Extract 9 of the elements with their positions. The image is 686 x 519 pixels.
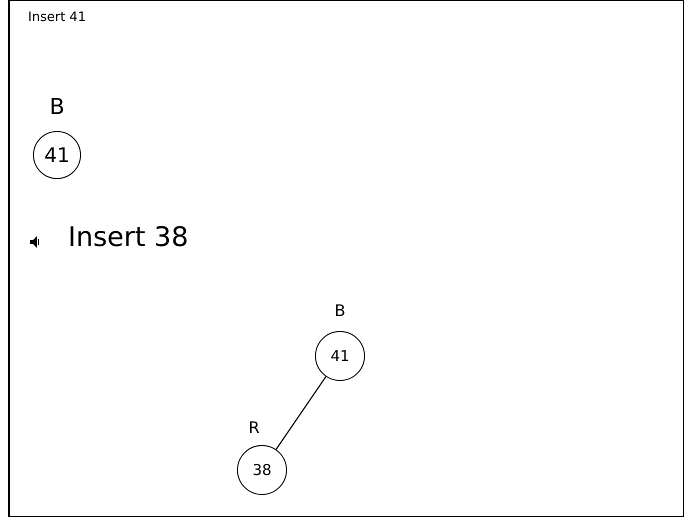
tree-edge bbox=[276, 376, 326, 450]
step-heading: Insert 38 bbox=[68, 222, 188, 253]
step-heading: Insert 41 bbox=[28, 10, 86, 25]
tree-node-circle: 41 bbox=[315, 331, 365, 381]
node-color-label: B bbox=[334, 301, 346, 320]
tree-node-circle: 38 bbox=[237, 445, 287, 495]
tree-node-circle: 41 bbox=[33, 131, 81, 179]
node-color-label: R bbox=[248, 418, 260, 437]
node-color-label: B bbox=[49, 95, 65, 120]
